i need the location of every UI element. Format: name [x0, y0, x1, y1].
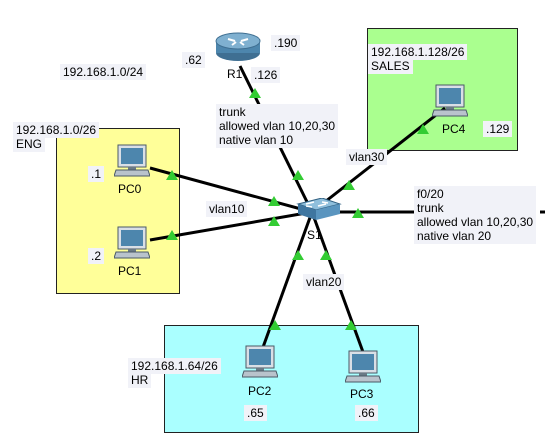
eng-name-label: ENG — [13, 136, 46, 152]
port-up-icon — [268, 216, 280, 226]
hr-network-label: 192.168.1.64/26 — [128, 358, 221, 374]
pc0-icon[interactable] — [114, 144, 150, 178]
vlan20-label: vlan20 — [303, 274, 345, 290]
router-icon[interactable] — [212, 31, 264, 63]
port-up-icon — [292, 250, 304, 260]
pc3-addr: .66 — [355, 405, 378, 421]
pc4-icon[interactable] — [432, 84, 468, 118]
vlan10-label: vlan10 — [206, 201, 248, 217]
hr-name-label: HR — [128, 372, 152, 388]
port-up-icon — [166, 230, 178, 240]
port-up-icon — [345, 320, 357, 330]
switch-icon[interactable] — [292, 198, 342, 226]
router-name: R1 — [227, 67, 243, 81]
port-up-icon — [292, 170, 304, 180]
pc0-addr: .1 — [88, 166, 105, 182]
pc0-name: PC0 — [118, 182, 142, 196]
pc1-icon[interactable] — [114, 226, 150, 260]
port-up-indicators — [166, 88, 429, 330]
network-label: 192.168.1.0/24 — [60, 64, 147, 80]
port-up-icon — [320, 250, 332, 260]
pc1-addr: .2 — [88, 248, 105, 264]
router-trunk-config: trunk allowed vlan 10,20,30 native vlan … — [216, 104, 339, 148]
pc2-icon[interactable] — [242, 345, 278, 379]
pc4-name: PC4 — [442, 122, 466, 136]
port-up-icon — [268, 196, 280, 206]
sales-name-label: SALES — [368, 58, 413, 74]
pc2-addr: .65 — [244, 405, 267, 421]
port-up-icon — [343, 180, 355, 190]
pc2-name: PC2 — [248, 384, 272, 398]
router-addr-62: .62 — [182, 52, 205, 68]
port-up-icon — [269, 320, 281, 330]
port-up-icon — [249, 88, 261, 98]
f020-trunk-config: f0/20 trunk allowed vlan 10,20,30 native… — [414, 186, 537, 244]
pc3-icon[interactable] — [345, 350, 381, 384]
link-pc0-switch — [149, 166, 313, 214]
link-pc1-switch — [149, 210, 313, 242]
link-pc2-switch — [260, 211, 314, 351]
switch-name: S1 — [307, 228, 322, 242]
pc1-name: PC1 — [118, 264, 142, 278]
pc3-name: PC3 — [350, 387, 374, 401]
sales-network-label: 192.168.1.128/26 — [368, 44, 468, 60]
pc4-addr: .129 — [483, 121, 513, 137]
router-addr-190: .190 — [271, 35, 301, 51]
eng-network-label: 192.168.1.0/26 — [13, 122, 100, 138]
port-up-icon — [417, 124, 429, 134]
port-up-icon — [352, 208, 364, 218]
port-up-icon — [166, 170, 178, 180]
router-addr-126: .126 — [251, 67, 281, 83]
vlan30-label: vlan30 — [346, 149, 388, 165]
